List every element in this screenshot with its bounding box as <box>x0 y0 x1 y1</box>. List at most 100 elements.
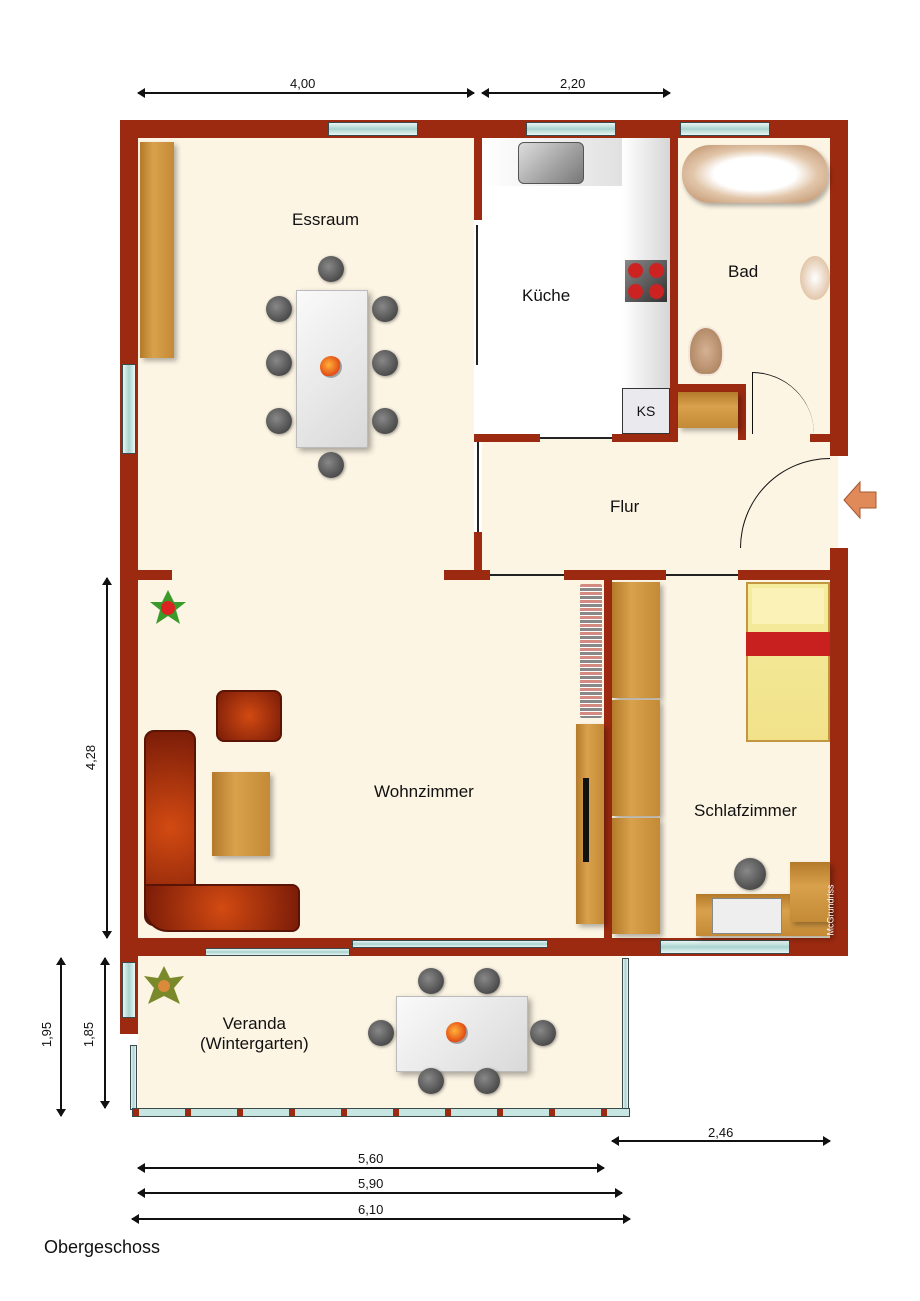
wall-essraum-left-stub <box>138 570 172 580</box>
room-label-wohnzimmer: Wohnzimmer <box>374 782 474 801</box>
window-bad-top[interactable] <box>680 122 770 136</box>
laptop-icon <box>712 898 782 934</box>
room-label-veranda-line1: Veranda <box>222 1014 286 1033</box>
sink-icon <box>518 142 584 184</box>
window-wohnzimmer-bottom-b[interactable] <box>352 940 548 948</box>
wall-kueche-bad <box>670 120 678 440</box>
dimension-top-right: 2,20 <box>560 76 586 91</box>
dimension-bottom-1: 5,60 <box>358 1151 384 1166</box>
wall-essraum-kueche <box>474 120 482 220</box>
fruit-bowl-icon <box>320 356 342 378</box>
room-label-veranda-line2: (Wintergarten) <box>200 1034 309 1053</box>
bathtub-icon <box>682 145 828 203</box>
chair-icon <box>266 296 292 322</box>
window-essraum-left[interactable] <box>122 364 136 454</box>
stove-icon <box>625 260 667 302</box>
dimension-bottom-2: 5,90 <box>358 1176 384 1191</box>
fridge: KS <box>622 388 670 434</box>
chair-icon <box>368 1020 394 1046</box>
bookshelf-1 <box>580 584 602 718</box>
sliding-door-essraum-flur <box>477 442 479 532</box>
dimension-arrow-top-right <box>481 88 671 98</box>
sliding-door-kueche <box>540 437 612 439</box>
room-label-schlafzimmer: Schlafzimmer <box>694 801 797 820</box>
tv-icon <box>583 778 589 862</box>
plant-icon <box>142 964 186 1008</box>
armchair <box>216 690 282 742</box>
watermark: McGrundriss <box>825 884 836 936</box>
dimension-top-left: 4,00 <box>290 76 316 91</box>
sideboard-essraum <box>140 142 174 358</box>
sliding-door-schlafzimmer <box>666 574 738 576</box>
wall-right <box>830 120 848 456</box>
dimension-arrow-bottom-1 <box>137 1163 605 1173</box>
washbasin-icon <box>800 256 830 300</box>
chair-icon <box>318 452 344 478</box>
dimension-arrow-bottom-2 <box>137 1188 623 1198</box>
office-chair-icon <box>734 858 766 890</box>
chair-icon <box>372 296 398 322</box>
dimension-arrow-left-veranda-outer <box>56 957 66 1117</box>
wall-bad-bottom-right <box>810 434 834 442</box>
window-kueche-top[interactable] <box>526 122 616 136</box>
room-label-kueche: Küche <box>522 286 571 305</box>
dimension-arrow-left-wohnzimmer <box>102 577 112 939</box>
window-schlafzimmer-bottom[interactable] <box>660 940 790 954</box>
dimension-arrow-top-left <box>137 88 475 98</box>
entrance-arrow-icon <box>842 478 878 522</box>
window-veranda-left-lower[interactable] <box>130 1045 137 1110</box>
wall-top <box>120 120 848 138</box>
wardrobe-3 <box>612 818 660 934</box>
bad-shelf <box>678 392 738 428</box>
chair-icon <box>266 408 292 434</box>
wall-wohn-schlaf <box>604 578 612 938</box>
wall-flur-left-stub <box>474 532 482 578</box>
wall-right-lower <box>830 548 848 956</box>
toilet-icon <box>688 326 724 376</box>
wardrobe-2 <box>612 700 660 816</box>
dimension-left-veranda-outer: 1,95 <box>39 1021 55 1048</box>
wardrobe-1 <box>612 582 660 698</box>
kueche-partition <box>476 225 478 365</box>
window-wohnzimmer-bottom-a[interactable] <box>205 948 350 956</box>
dimension-bottom-3: 6,10 <box>358 1202 384 1217</box>
fruit-bowl-icon <box>446 1022 468 1044</box>
chair-icon <box>318 256 344 282</box>
wall-kueche-bottom-right <box>612 434 678 442</box>
wall-kueche-bottom-left <box>474 434 540 442</box>
window-veranda-bottom[interactable] <box>132 1108 630 1117</box>
window-essraum-top[interactable] <box>328 122 418 136</box>
fridge-label: KS <box>636 403 656 419</box>
plant-icon <box>148 588 188 628</box>
dimension-left-wohnzimmer: 4,28 <box>83 744 99 771</box>
wall-flur-bottom-left <box>444 570 490 580</box>
chair-icon <box>372 408 398 434</box>
bed-icon <box>746 582 830 742</box>
bed-pillow <box>752 588 824 624</box>
dimension-right-bottom: 2,46 <box>708 1125 734 1140</box>
coffee-table <box>212 772 270 856</box>
dimension-arrow-bottom-3 <box>131 1214 631 1224</box>
chair-icon <box>418 1068 444 1094</box>
sliding-door-wohnzimmer <box>490 574 564 576</box>
wall-bad-nook-v <box>738 384 746 440</box>
window-veranda-right[interactable] <box>622 958 629 1110</box>
wall-bad-nook <box>678 384 744 392</box>
wall-flur-bottom-right <box>738 570 834 580</box>
desk-return <box>790 862 830 922</box>
room-label-bad: Bad <box>728 262 759 281</box>
chair-icon <box>372 350 398 376</box>
room-label-essraum: Essraum <box>292 210 360 229</box>
sofa-horizontal <box>144 884 300 932</box>
chair-icon <box>266 350 292 376</box>
chair-icon <box>474 1068 500 1094</box>
window-veranda-left[interactable] <box>122 962 136 1018</box>
dimension-arrow-left-veranda-inner <box>100 957 110 1109</box>
room-label-veranda: Veranda (Wintergarten) <box>200 1014 309 1054</box>
chair-icon <box>418 968 444 994</box>
bed-blanket-fold <box>746 632 830 656</box>
dimension-arrow-right-bottom <box>611 1136 831 1146</box>
chair-icon <box>530 1020 556 1046</box>
floor-title: Obergeschoss <box>44 1237 161 1257</box>
wall-left <box>120 120 138 958</box>
